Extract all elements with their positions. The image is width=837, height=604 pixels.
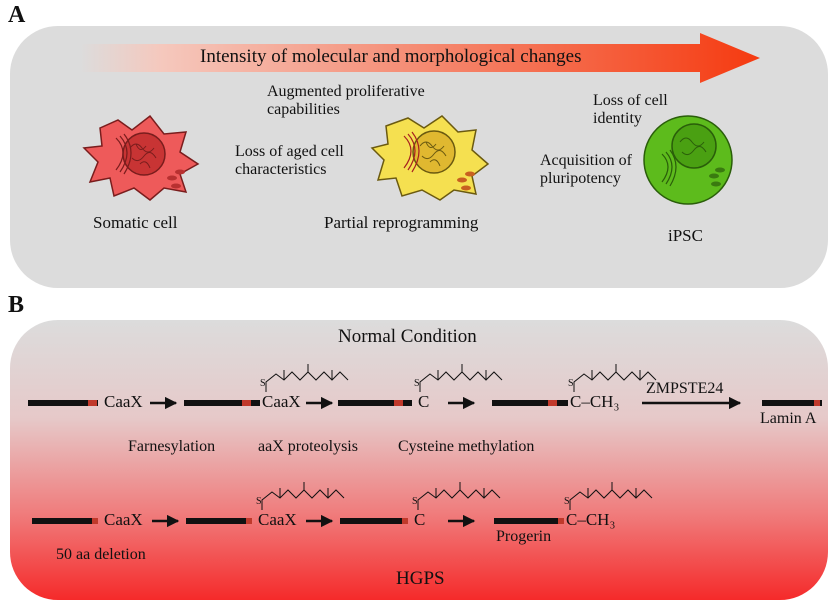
protein-bar-lamin-a — [762, 400, 822, 406]
panel-b-background — [10, 320, 828, 600]
farnesyl-chain-normal-2 — [419, 364, 503, 392]
label-partial-reprogramming: Partial reprogramming — [324, 213, 479, 232]
farnesyl-chain-hgps-3 — [569, 482, 653, 510]
sulfur-label-normal-1: S — [260, 378, 266, 389]
protein-bar-normal-1 — [28, 400, 98, 406]
normal-condition-title: Normal Condition — [338, 326, 477, 347]
somatic-cell-illustration — [82, 114, 200, 201]
motif-c-hgps: C — [414, 510, 426, 529]
motif-methyl-normal: C–CH₃ — [570, 392, 620, 411]
partial-reprogramming-cell-illustration — [370, 115, 490, 201]
ipsc-cell-illustration — [643, 115, 733, 205]
label-50aa-deletion: 50 aa deletion — [56, 546, 146, 563]
hgps-title: HGPS — [396, 568, 445, 589]
farnesyl-chain-normal-1 — [265, 364, 349, 392]
sulfur-label-normal-3: S — [568, 378, 574, 389]
motif-caax-hgps-1: CaaX — [104, 510, 143, 529]
label-somatic-cell: Somatic cell — [93, 213, 178, 232]
step-aax-proteolysis: aaX proteolysis — [258, 438, 358, 455]
motif-methyl-hgps: C–CH₃ — [566, 510, 616, 529]
text-pluripotency: pluripotency — [540, 170, 621, 187]
motif-c-normal: C — [418, 392, 430, 411]
motif-caax-normal-1: CaaX — [104, 392, 143, 411]
panel-letter-b: B — [8, 292, 25, 318]
text-loss-aged-cell: Loss of aged cell — [235, 143, 344, 160]
protein-bar-normal-3 — [338, 400, 412, 406]
label-progerin: Progerin — [496, 528, 552, 545]
text-identity: identity — [593, 110, 642, 127]
farnesyl-chain-normal-3 — [573, 364, 657, 392]
farnesyl-chain-hgps-1 — [261, 482, 345, 510]
protein-bar-hgps-2 — [186, 518, 252, 524]
protein-bar-normal-4 — [492, 400, 568, 406]
panel-letter-a: A — [8, 2, 26, 28]
farnesyl-chain-hgps-2 — [417, 482, 501, 510]
protein-bar-progerin — [494, 518, 564, 524]
step-cysteine-methylation: Cysteine methylation — [398, 438, 535, 455]
motif-caax-hgps-2: CaaX — [258, 510, 297, 529]
text-acquisition-of: Acquisition of — [540, 152, 632, 169]
step-farnesylation: Farnesylation — [128, 438, 216, 455]
sulfur-label-hgps-1: S — [256, 496, 262, 507]
protein-bar-normal-2 — [184, 400, 260, 406]
arrow-label: Intensity of molecular and morphological… — [200, 46, 582, 67]
text-capabilities: capabilities — [267, 101, 340, 118]
motif-caax-normal-2: CaaX — [262, 392, 301, 411]
enzyme-zmpste24: ZMPSTE24 — [646, 380, 724, 397]
text-loss-of-cell: Loss of cell — [593, 92, 668, 109]
text-aged-characteristics: characteristics — [235, 161, 327, 178]
protein-bar-hgps-3 — [340, 518, 408, 524]
protein-bar-hgps-1 — [32, 518, 98, 524]
sulfur-label-hgps-3: S — [564, 496, 570, 507]
label-ipsc: iPSC — [668, 226, 703, 245]
text-augmented-proliferative: Augmented proliferative — [267, 83, 425, 100]
sulfur-label-normal-2: S — [414, 378, 420, 389]
label-lamin-a: Lamin A — [760, 410, 817, 427]
sulfur-label-hgps-2: S — [412, 496, 418, 507]
